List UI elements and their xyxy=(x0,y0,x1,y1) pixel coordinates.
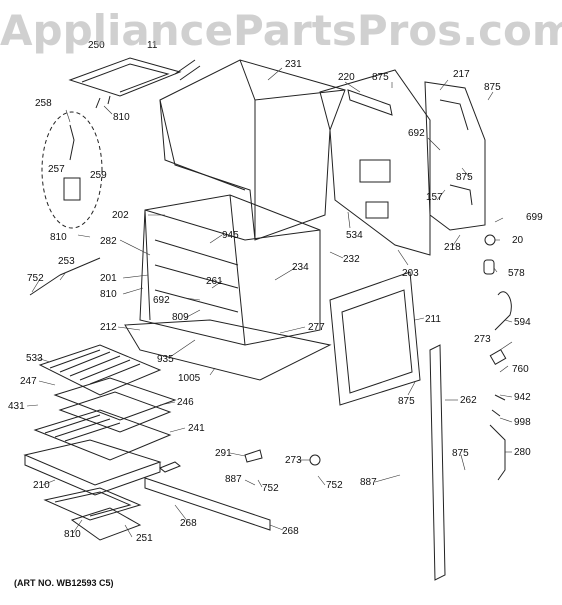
label-234[interactable]: 234 xyxy=(292,262,309,273)
label-257[interactable]: 257 xyxy=(48,164,65,175)
label-258[interactable]: 258 xyxy=(35,98,52,109)
broil-pan xyxy=(53,377,177,433)
label-935[interactable]: 935 xyxy=(157,354,174,365)
label-282[interactable]: 282 xyxy=(100,236,117,247)
broil-element-top xyxy=(68,57,201,109)
label-810[interactable]: 810 xyxy=(64,529,81,540)
label-875[interactable]: 875 xyxy=(372,72,389,83)
label-157[interactable]: 157 xyxy=(426,192,443,203)
outer-wrap xyxy=(159,59,346,241)
part-291 xyxy=(244,449,263,463)
label-259[interactable]: 259 xyxy=(90,170,107,181)
label-201[interactable]: 201 xyxy=(100,273,117,284)
label-273[interactable]: 273 xyxy=(474,334,491,345)
label-241[interactable]: 241 xyxy=(188,423,205,434)
label-809[interactable]: 809 xyxy=(172,312,189,323)
bracket-220 xyxy=(347,89,393,116)
label-760[interactable]: 760 xyxy=(512,364,529,375)
label-247[interactable]: 247 xyxy=(20,376,37,387)
label-268[interactable]: 268 xyxy=(282,526,299,537)
bake-element xyxy=(43,487,142,541)
label-875[interactable]: 875 xyxy=(398,396,415,407)
label-20[interactable]: 20 xyxy=(512,235,524,246)
label-218[interactable]: 218 xyxy=(444,242,461,253)
label-277[interactable]: 277 xyxy=(308,322,325,333)
side-rail xyxy=(429,344,446,581)
art-number: (ART NO. WB12593 C5) xyxy=(14,578,114,588)
bracket-217 xyxy=(424,81,486,231)
label-887[interactable]: 887 xyxy=(360,477,377,488)
label-875[interactable]: 875 xyxy=(484,82,501,93)
oven-cavity xyxy=(139,194,321,346)
label-253[interactable]: 253 xyxy=(58,256,75,267)
label-273[interactable]: 273 xyxy=(285,455,302,466)
label-752[interactable]: 752 xyxy=(326,480,343,491)
oven-rack-241 xyxy=(33,409,172,461)
label-752[interactable]: 752 xyxy=(27,273,44,284)
cap-578 xyxy=(483,259,495,275)
label-752[interactable]: 752 xyxy=(262,483,279,494)
label-692[interactable]: 692 xyxy=(153,295,170,306)
label-210[interactable]: 210 xyxy=(33,480,50,491)
label-202[interactable]: 202 xyxy=(112,210,129,221)
label-534[interactable]: 534 xyxy=(346,230,363,241)
thermostat-273 xyxy=(489,348,507,366)
label-1005[interactable]: 1005 xyxy=(178,373,201,384)
label-211[interactable]: 211 xyxy=(425,314,441,325)
label-232[interactable]: 232 xyxy=(343,254,360,265)
label-251[interactable]: 251 xyxy=(136,533,153,544)
part-273-small xyxy=(309,454,321,466)
rod-253 xyxy=(29,257,101,296)
label-945[interactable]: 945 xyxy=(222,230,239,241)
label-810[interactable]: 810 xyxy=(100,289,117,300)
label-887[interactable]: 887 xyxy=(225,474,242,485)
rear-panel xyxy=(319,69,431,256)
label-810[interactable]: 810 xyxy=(113,112,130,123)
door-gasket xyxy=(329,271,421,406)
label-578[interactable]: 578 xyxy=(508,268,525,279)
label-875[interactable]: 875 xyxy=(456,172,473,183)
label-692[interactable]: 692 xyxy=(408,128,425,139)
drawer-panel xyxy=(23,439,162,486)
part-labels: 231 220 875 217 875 250 11 258 810 692 2… xyxy=(8,40,543,544)
label-11[interactable]: 11 xyxy=(147,40,158,51)
label-431[interactable]: 431 xyxy=(8,401,25,412)
label-246[interactable]: 246 xyxy=(177,397,194,408)
sensor-detail xyxy=(63,124,81,201)
oven-bottom-frame xyxy=(124,319,332,381)
label-212[interactable]: 212 xyxy=(100,322,117,333)
label-250[interactable]: 250 xyxy=(88,40,105,51)
label-998[interactable]: 998 xyxy=(514,417,531,428)
label-291[interactable]: 291 xyxy=(215,448,232,459)
label-231[interactable]: 231 xyxy=(285,59,302,70)
probe-280 xyxy=(489,394,506,481)
oven-rack-533 xyxy=(38,344,162,396)
trim-strip xyxy=(144,477,271,531)
label-810[interactable]: 810 xyxy=(50,232,67,243)
sensor-wire xyxy=(494,291,512,331)
label-268[interactable]: 268 xyxy=(180,518,197,529)
label-875[interactable]: 875 xyxy=(452,448,469,459)
label-942[interactable]: 942 xyxy=(514,392,531,403)
bushing-20 xyxy=(484,234,496,246)
detail-circle xyxy=(41,111,103,229)
label-280[interactable]: 280 xyxy=(514,447,531,458)
leader-lines xyxy=(26,67,513,538)
label-220[interactable]: 220 xyxy=(338,72,355,83)
label-533[interactable]: 533 xyxy=(26,353,43,364)
label-203[interactable]: 203 xyxy=(402,268,419,279)
label-217[interactable]: 217 xyxy=(453,69,470,80)
label-261[interactable]: 261 xyxy=(206,276,223,287)
label-594[interactable]: 594 xyxy=(514,317,531,328)
label-262[interactable]: 262 xyxy=(460,395,477,406)
label-699[interactable]: 699 xyxy=(526,212,543,223)
